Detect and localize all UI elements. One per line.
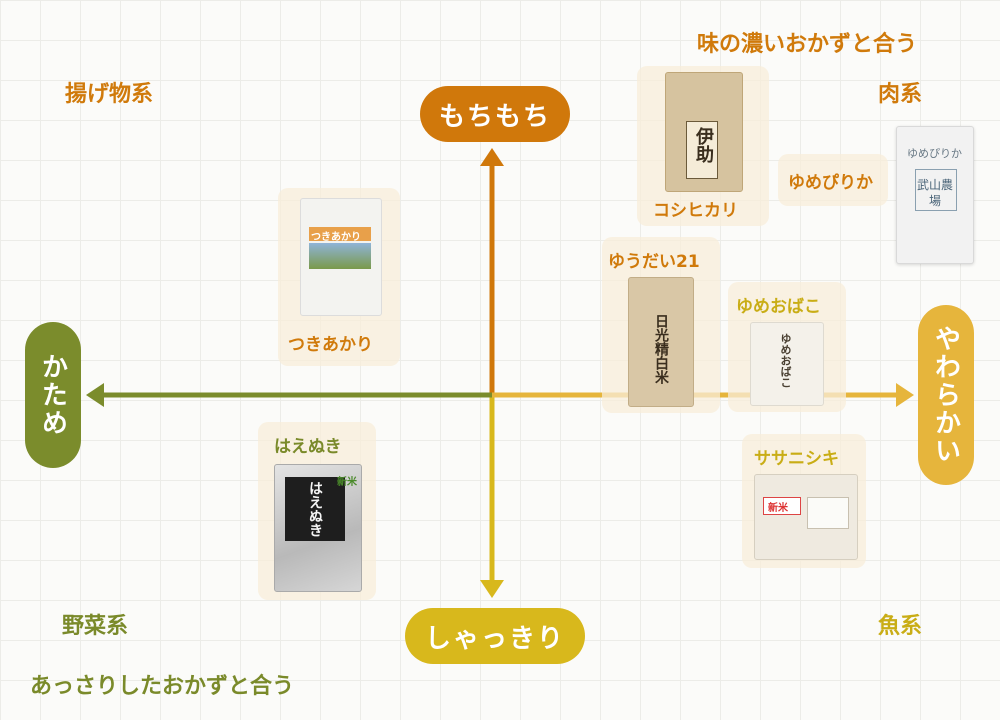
variety-card-sasanishiki: ササニシキ 新米 bbox=[742, 434, 866, 568]
arrow-up-head bbox=[480, 148, 504, 166]
rice-package-koshihikari: 伊助 bbox=[665, 72, 743, 192]
package-tag-haenuki: 新米 bbox=[337, 477, 357, 488]
variety-card-yumeobako: ゆめおばこ ゆめおばこ bbox=[728, 282, 846, 412]
arrow-right-head bbox=[896, 383, 914, 407]
corner-label-koi-okazu: 味の濃いおかずと合う bbox=[697, 32, 918, 57]
variety-label-yumepirika: ゆめぴりか bbox=[788, 173, 873, 193]
variety-label-sasanishiki: ササニシキ bbox=[754, 449, 839, 469]
variety-card-koshihikari: 伊助 コシヒカリ bbox=[637, 66, 769, 226]
corner-label-niku: 肉系 bbox=[878, 82, 923, 107]
variety-label-haenuki: はえぬき bbox=[274, 437, 342, 457]
package-text-yumepirika: ゆめぴりか bbox=[907, 147, 962, 160]
variety-label-koshihikari: コシヒカリ bbox=[653, 201, 738, 221]
package-tag-sasanishiki: 新米 bbox=[768, 503, 788, 514]
rice-package-yumeobako: ゆめおばこ bbox=[750, 322, 824, 406]
rice-package-yumepirika: ゆめぴりか 武山農場 bbox=[896, 126, 974, 264]
corner-label-sakana: 魚系 bbox=[878, 614, 923, 639]
package-brand-yumepirika: 武山農場 bbox=[916, 178, 953, 208]
axis-label-shakkiri: しゃっきり bbox=[405, 608, 585, 664]
package-text-yudai21: 日光精白米 bbox=[653, 314, 669, 384]
variety-label-yumeobako: ゆめおばこ bbox=[736, 297, 821, 317]
corner-label-assari-okazu: あっさりしたおかずと合う bbox=[30, 674, 295, 699]
corner-label-agemono: 揚げ物系 bbox=[65, 82, 154, 107]
corner-label-yasai: 野菜系 bbox=[62, 614, 129, 639]
package-text-koshihikari: 伊助 bbox=[693, 127, 714, 163]
variety-card-yudai21: ゆうだい21 日光精白米 bbox=[602, 237, 720, 413]
axis-label-yawarakai: やわらかい bbox=[918, 305, 974, 485]
variety-card-haenuki: はえぬき はえぬき 新米 bbox=[258, 422, 376, 600]
arrow-left-head bbox=[86, 383, 104, 407]
package-text-haenuki: はえぬき bbox=[307, 481, 323, 537]
arrow-down-head bbox=[480, 580, 504, 598]
package-text-yumeobako: ゆめおばこ bbox=[779, 333, 792, 388]
axis-label-mochimochi: もちもち bbox=[420, 86, 570, 142]
axis-label-katame: かため bbox=[25, 322, 81, 468]
variety-card-tsukiakari: つきあかり つきあかり bbox=[278, 188, 400, 366]
rice-package-sasanishiki: 新米 bbox=[754, 474, 858, 560]
rice-package-haenuki: はえぬき 新米 bbox=[274, 464, 362, 592]
variety-label-tsukiakari: つきあかり bbox=[288, 335, 373, 355]
variety-label-yudai21: ゆうだい21 bbox=[608, 252, 700, 272]
rice-package-yudai21: 日光精白米 bbox=[628, 277, 694, 407]
variety-card-yumepirika: ゆめぴりか bbox=[778, 154, 888, 206]
rice-package-tsukiakari: つきあかり bbox=[300, 198, 382, 316]
package-text-tsukiakari: つきあかり bbox=[311, 232, 361, 243]
